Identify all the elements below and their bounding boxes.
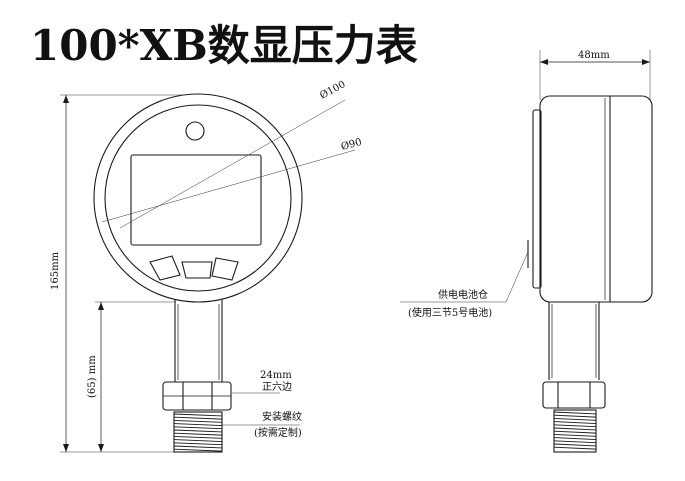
thread-tooth <box>173 445 223 449</box>
button-left <box>149 255 181 281</box>
thread-tooth <box>553 411 597 415</box>
dim-48-label: 48mm <box>578 50 610 61</box>
lcd-display <box>130 154 262 246</box>
mounting-hole <box>185 121 205 141</box>
hex-nut-side <box>542 381 606 409</box>
thread-tooth <box>173 448 223 452</box>
gauge-body-side <box>539 95 653 303</box>
thread-tooth <box>553 414 597 418</box>
thread-tooth <box>553 433 597 437</box>
dia90-leader <box>101 149 356 223</box>
gauge-inner-ring <box>104 104 292 292</box>
thread-tooth <box>553 430 597 434</box>
thread-tooth <box>553 417 597 421</box>
dia100-label: Ø100 <box>318 79 347 102</box>
drawing-title: 100*XB数显压力表 <box>30 21 418 70</box>
button-middle <box>181 261 213 279</box>
thread-section-side <box>553 409 597 453</box>
thread-tooth <box>173 426 223 430</box>
gauge-outer-bezel <box>93 93 303 303</box>
thread-tooth <box>553 443 597 447</box>
thread-tooth <box>553 424 597 428</box>
thread-tooth <box>553 440 597 444</box>
thread-tooth <box>553 437 597 440</box>
front-view: Ø100 Ø90 165mm (65) mm <box>50 79 363 453</box>
battery-spec-label: (使用三节5号电池) <box>408 306 492 319</box>
thread-tooth <box>553 427 597 431</box>
thread-tooth <box>173 435 223 439</box>
side-view: 48mm 供电电池仓 (使用三节5号电池) <box>400 50 653 453</box>
thread-tooth <box>173 429 223 433</box>
thread-tooth <box>173 442 223 446</box>
thread-tooth <box>173 423 223 426</box>
thread-tooth <box>173 419 223 423</box>
thread-section <box>173 411 223 453</box>
thread-tooth <box>553 421 597 424</box>
thread-tooth <box>173 416 223 420</box>
thread-tooth <box>173 413 223 417</box>
thread-label: 安装螺纹 <box>262 410 302 423</box>
dim-165-label: 165mm <box>50 251 61 290</box>
hex-nut <box>162 381 232 411</box>
thread-tooth <box>173 432 223 436</box>
thread-custom-label: (按需定制) <box>254 426 302 439</box>
dia90-label: Ø90 <box>340 137 363 153</box>
button-right <box>211 257 239 281</box>
dim-65-label: (65) mm <box>87 355 98 398</box>
hex-size-label: 24mm <box>260 370 292 381</box>
thread-tooth <box>553 446 597 450</box>
battery-label: 供电电池仓 <box>438 288 488 301</box>
hex-shape-label: 正六边 <box>262 381 292 393</box>
thread-tooth <box>173 439 223 442</box>
battery-leader <box>400 251 529 303</box>
dia100-leader <box>119 99 346 229</box>
